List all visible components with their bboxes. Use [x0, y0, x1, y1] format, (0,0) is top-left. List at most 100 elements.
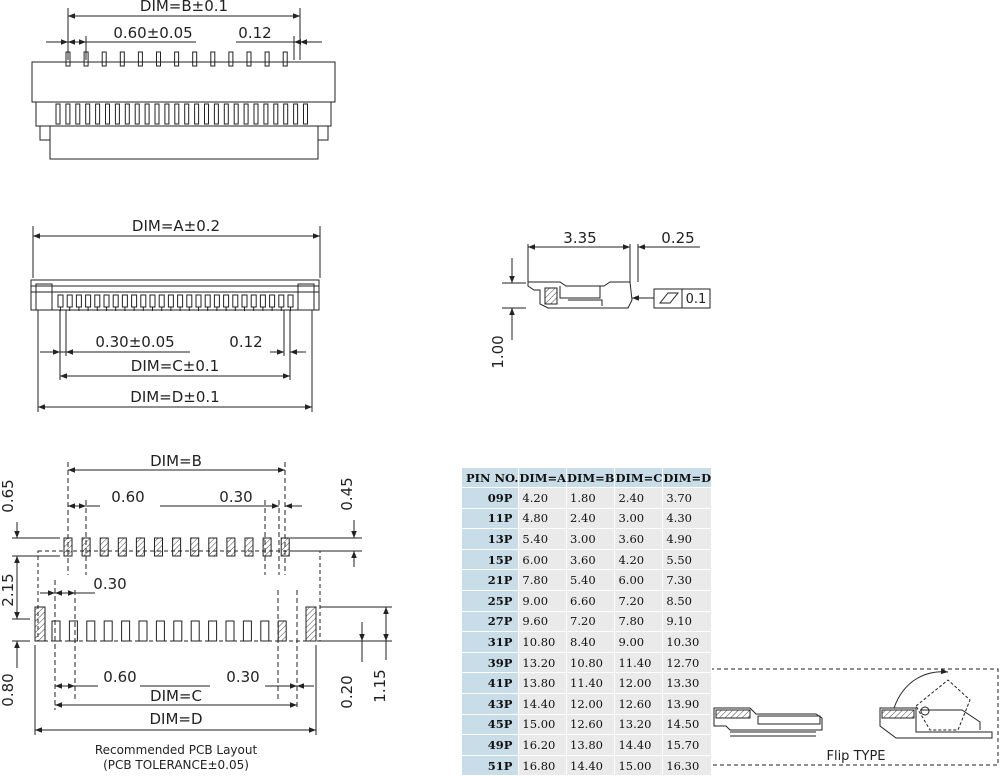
top-pin-lower	[174, 103, 180, 125]
front-pin	[103, 294, 110, 308]
table-cell-value: 12.70	[662, 652, 713, 674]
table-cell-value: 13.80	[518, 672, 568, 694]
pcb-pad-top	[99, 537, 109, 557]
front-pin	[75, 294, 82, 308]
pcb-pad-top	[208, 537, 218, 557]
top-pin-lower	[303, 103, 308, 125]
top-pin-upper	[101, 51, 107, 67]
table-cell-pin: 39P	[462, 652, 520, 674]
pcb-pad-top	[190, 537, 200, 557]
pcb-caption-line1: Recommended PCB Layout	[95, 743, 258, 757]
table-header-row: PIN NO. DIM=A DIM=B DIM=C DIM=D	[462, 468, 713, 488]
pcb-dim-c-label: DIM=C	[150, 687, 202, 705]
table-cell-pin: 31P	[462, 631, 520, 653]
table-cell-value: 13.30	[662, 672, 713, 694]
front-pin	[121, 294, 128, 308]
front-pin	[167, 294, 174, 308]
top-pin-lower	[283, 103, 289, 125]
pcb-v020-label: 0.20	[338, 675, 356, 708]
top-pin-lower	[144, 103, 150, 125]
front-pin	[57, 294, 64, 308]
top-pin-lower	[253, 103, 259, 125]
front-dim-a-label: DIM=A±0.2	[132, 217, 220, 235]
table-cell-value: 4.20	[518, 487, 568, 509]
top-pin-upper	[83, 51, 89, 67]
table-cell-value: 4.90	[662, 528, 713, 550]
table-cell-value: 3.60	[566, 549, 616, 571]
pcb-v215-label: 2.15	[0, 573, 17, 606]
top-pin-upper	[228, 51, 234, 67]
table-header-dim-c: DIM=C	[614, 468, 664, 488]
pcb-pad-bottom	[225, 620, 235, 642]
top-pin-lower	[65, 103, 71, 125]
table-cell-pin: 43P	[462, 693, 520, 715]
front-pin	[259, 294, 266, 308]
front-pin	[112, 294, 119, 308]
front-pin	[213, 294, 220, 308]
pcb-pad-bottom	[121, 620, 131, 642]
table-cell-value: 12.60	[566, 714, 616, 736]
table-cell-value: 4.30	[662, 508, 713, 530]
front-pin	[250, 294, 257, 308]
table-cell-value: 8.50	[662, 590, 713, 612]
pcb-pad-top	[81, 537, 91, 557]
front-pin	[140, 294, 147, 308]
pcb-v115-label: 1.15	[371, 669, 389, 702]
top-pin-lower	[184, 103, 190, 125]
table-cell-pin: 09P	[462, 487, 520, 509]
front-pin	[195, 294, 202, 308]
front-dim-d-label: DIM=D±0.1	[130, 388, 219, 406]
table-cell-value: 5.40	[566, 569, 616, 591]
flip-type-sketch	[709, 668, 999, 766]
table-cell-pin: 51P	[462, 755, 520, 776]
top-pin-lower	[55, 103, 61, 125]
table-cell-pin: 15P	[462, 549, 520, 571]
pcb-pad-top	[117, 537, 127, 557]
table-cell-pin: 49P	[462, 734, 520, 756]
pcb-pad-top	[244, 537, 254, 557]
pcb-v080-label: 0.80	[0, 673, 17, 706]
table-cell-value: 7.30	[662, 569, 713, 591]
top-pin-upper	[282, 51, 288, 67]
top-pin-lower	[223, 103, 229, 125]
front-pin	[94, 294, 101, 308]
table-header-pin: PIN NO.	[462, 468, 520, 488]
top-pin-lower	[233, 103, 239, 125]
top-pin-lower	[273, 103, 279, 125]
side-height-label: 1.00	[489, 335, 507, 368]
pcb-pad-bottom	[51, 620, 61, 642]
table-cell-value: 12.60	[614, 693, 664, 715]
front-pin	[131, 294, 138, 308]
table-cell-value: 11.40	[614, 652, 664, 674]
table-cell-value: 14.50	[662, 714, 713, 736]
table-cell-value: 16.80	[518, 755, 568, 776]
top-pin-upper	[137, 51, 143, 67]
table-cell-value: 13.20	[518, 652, 568, 674]
table-cell-pin: 25P	[462, 590, 520, 612]
table-header-dim-b: DIM=B	[566, 468, 616, 488]
pcb-pad-bottom	[260, 620, 270, 642]
front-pin-width-label: 0.12	[229, 333, 262, 351]
table-cell-value: 12.00	[566, 693, 616, 715]
table-cell-value: 3.00	[614, 508, 664, 530]
table-cell-value: 16.30	[662, 755, 713, 776]
table-cell-value: 1.80	[566, 487, 616, 509]
table-cell-pin: 13P	[462, 528, 520, 550]
table-header-dim-a: DIM=A	[518, 468, 568, 488]
front-pin	[287, 294, 294, 308]
table-cell-value: 13.80	[566, 734, 616, 756]
flatness-tolerance-label: 0.1	[686, 292, 707, 307]
front-pin	[278, 294, 285, 308]
front-pin	[204, 294, 211, 308]
top-view	[31, 8, 336, 160]
table-cell-value: 7.80	[614, 611, 664, 633]
table-cell-value: 4.20	[614, 549, 664, 571]
